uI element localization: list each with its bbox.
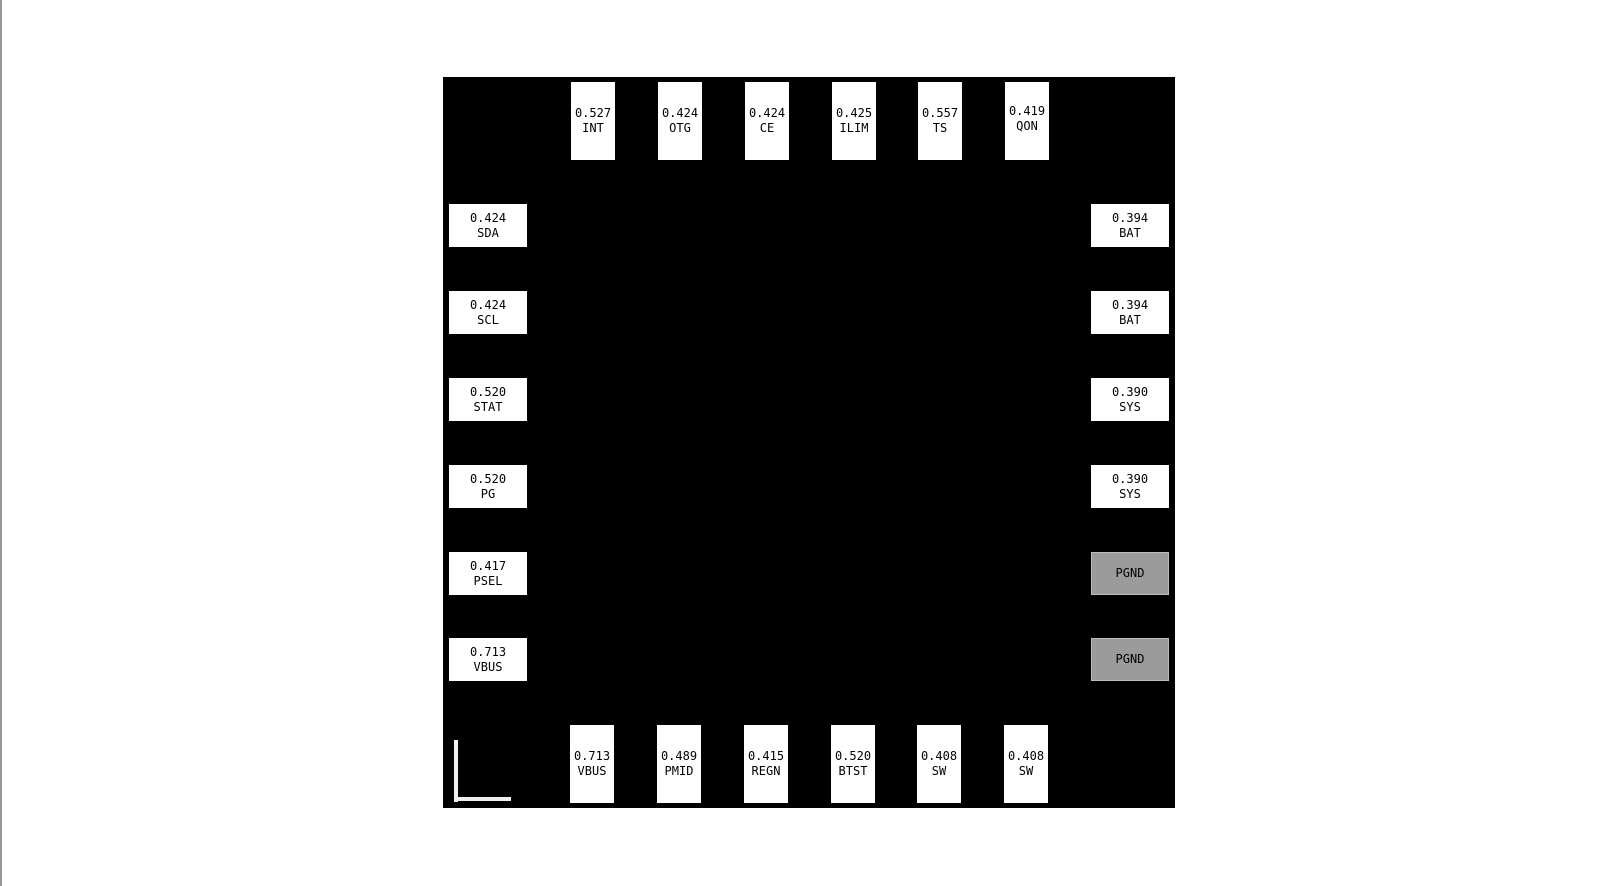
pin-name: SDA: [477, 225, 499, 240]
pin-bottom-regn[interactable]: 0.415 REGN: [744, 725, 788, 803]
pin-name: TS: [932, 121, 948, 135]
pin-name: PG: [480, 486, 496, 501]
pin-top-otg[interactable]: 0.424 OTG: [658, 82, 702, 160]
pin-left-vbus[interactable]: 0.713 VBUS: [449, 638, 527, 681]
pin-name: BTST: [838, 764, 868, 778]
pin-right-bat-1[interactable]: 0.394 BAT: [1091, 204, 1169, 247]
pin-top-qon[interactable]: 0.419 QON: [1005, 82, 1049, 160]
pin-value: 0.520: [469, 384, 507, 399]
pin-name: SYS: [1119, 399, 1141, 414]
pin-name: INT: [582, 121, 604, 135]
pin-name: SYS: [1119, 486, 1141, 501]
page-left-border: [0, 0, 2, 886]
pin-value: 0.424: [748, 106, 786, 120]
pin-value: 0.390: [1111, 471, 1149, 486]
pin-top-ilim[interactable]: 0.425 ILIM: [832, 82, 876, 160]
pin-value: 0.394: [1111, 210, 1149, 225]
pin-value: 0.520: [469, 471, 507, 486]
ic-package: 0.527 INT 0.424 OTG 0.424 CE 0.425 ILIM …: [443, 77, 1175, 808]
pin-top-ts[interactable]: 0.557 TS: [918, 82, 962, 160]
pin-value: 0.424: [469, 297, 507, 312]
pin-value: 0.417: [469, 558, 507, 573]
pin-right-pgnd-1[interactable]: PGND: [1091, 552, 1169, 595]
pin-value: 0.425: [835, 106, 873, 120]
pin-value: 0.394: [1111, 297, 1149, 312]
pin-name: PGND: [1115, 652, 1145, 666]
pin-value: 0.520: [834, 749, 872, 763]
pin-value: 0.424: [661, 106, 699, 120]
pin-value: 0.713: [573, 749, 611, 763]
pin-name: PGND: [1115, 566, 1145, 580]
pin-name: SW: [1018, 764, 1034, 778]
pin-bottom-btst[interactable]: 0.520 BTST: [831, 725, 875, 803]
pin-name: OTG: [669, 121, 691, 135]
pin-top-int[interactable]: 0.527 INT: [571, 82, 615, 160]
pin-value: 0.408: [920, 749, 958, 763]
pin-bottom-sw-1[interactable]: 0.408 SW: [917, 725, 961, 803]
pin-right-sys-1[interactable]: 0.390 SYS: [1091, 378, 1169, 421]
pin-name: PMID: [664, 764, 694, 778]
pin-top-ce[interactable]: 0.424 CE: [745, 82, 789, 160]
pin-name: REGN: [751, 764, 781, 778]
pin-name: ILIM: [839, 121, 869, 135]
pin-left-psel[interactable]: 0.417 PSEL: [449, 552, 527, 595]
pin-right-bat-2[interactable]: 0.394 BAT: [1091, 291, 1169, 334]
pin-left-stat[interactable]: 0.520 STAT: [449, 378, 527, 421]
pin-value: 0.419: [1008, 104, 1046, 118]
pin-value: 0.557: [921, 106, 959, 120]
pin-name: PSEL: [473, 573, 503, 588]
pin-value: 0.489: [660, 749, 698, 763]
orientation-marker-horizontal: [454, 797, 511, 801]
pin-value: 0.408: [1007, 749, 1045, 763]
pin-left-scl[interactable]: 0.424 SCL: [449, 291, 527, 334]
pin-value: 0.415: [747, 749, 785, 763]
pin-name: STAT: [473, 399, 503, 414]
pin-right-pgnd-2[interactable]: PGND: [1091, 638, 1169, 681]
pin-bottom-sw-2[interactable]: 0.408 SW: [1004, 725, 1048, 803]
pin-name: CE: [759, 121, 775, 135]
pin-right-sys-2[interactable]: 0.390 SYS: [1091, 465, 1169, 508]
pin-left-pg[interactable]: 0.520 PG: [449, 465, 527, 508]
pin-value: 0.390: [1111, 384, 1149, 399]
pin-bottom-pmid[interactable]: 0.489 PMID: [657, 725, 701, 803]
pin-left-sda[interactable]: 0.424 SDA: [449, 204, 527, 247]
pin-name: VBUS: [473, 659, 503, 674]
pin-name: VBUS: [577, 764, 607, 778]
pin-value: 0.713: [469, 644, 507, 659]
pin-bottom-vbus[interactable]: 0.713 VBUS: [570, 725, 614, 803]
pin-name: SCL: [477, 312, 499, 327]
pin-name: BAT: [1119, 312, 1141, 327]
pin-name: BAT: [1119, 225, 1141, 240]
pin-value: 0.424: [469, 210, 507, 225]
pin-value: 0.527: [574, 106, 612, 120]
pin-name: QON: [1016, 119, 1038, 133]
orientation-marker-vertical: [454, 740, 458, 802]
pin-name: SW: [931, 764, 947, 778]
